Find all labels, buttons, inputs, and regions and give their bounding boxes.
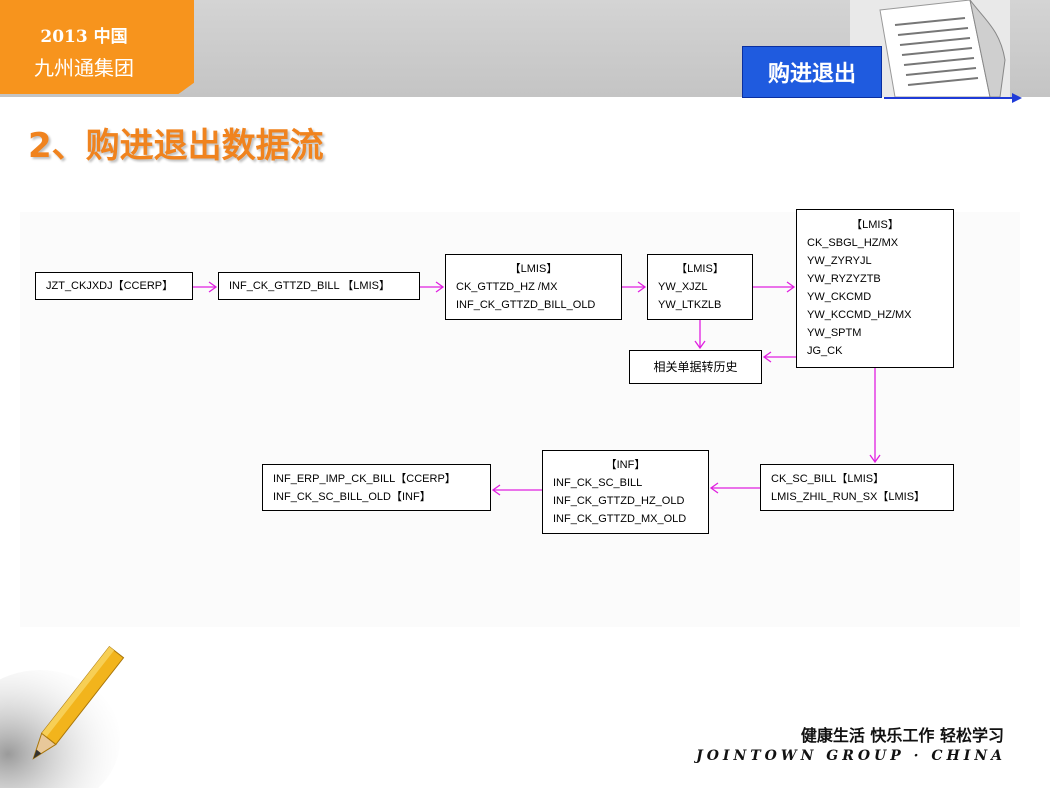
node-line: INF_CK_GTTZD_BILL 【LMIS】 [229, 280, 390, 292]
node-inf-erp-imp: INF_ERP_IMP_CK_BILL【CCERP】 INF_CK_SC_BIL… [262, 464, 491, 511]
node-line: YW_ZYRYJL [807, 255, 872, 267]
node-line: INF_CK_SC_BILL_OLD【INF】 [273, 491, 431, 503]
node-yw-xjzl: 【LMIS】 YW_XJZL YW_LTKZLB [647, 254, 753, 320]
node-line: INF_CK_SC_BILL [553, 477, 643, 489]
node-header: 【INF】 [605, 459, 646, 471]
header-underline [884, 97, 1014, 99]
node-line: YW_KCCMD_HZ/MX [807, 309, 912, 321]
org-tab [0, 0, 194, 94]
node-line: JZT_CKJXDJ【CCERP】 [46, 280, 174, 292]
section-badge: 购进退出 [742, 46, 882, 98]
node-jzt-ckjxdj: JZT_CKJXDJ【CCERP】 [35, 272, 193, 300]
footer-brand: JOINTOWN GROUP · CHINA [696, 748, 1006, 764]
org-name-label: 九州通集团 [34, 56, 134, 80]
node-line: CK_GTTZD_HZ /MX [456, 281, 558, 293]
node-line: INF_CK_GTTZD_BILL_OLD [456, 299, 596, 311]
node-line: INF_CK_GTTZD_MX_OLD [553, 513, 687, 525]
node-line: INF_CK_GTTZD_HZ_OLD [553, 495, 685, 507]
node-line: YW_LTKZLB [658, 299, 722, 311]
node-header: 【LMIS】 [851, 219, 899, 231]
node-ck-sbgl: 【LMIS】 CK_SBGL_HZ/MX YW_ZYRYJL YW_RYZYZT… [796, 209, 954, 368]
pencil-illustration-icon [0, 645, 125, 788]
page-title: 2、购进退出数据流 [28, 126, 324, 166]
org-year-label: 2013 中国 [40, 27, 128, 47]
node-line: JG_CK [807, 345, 843, 357]
node-line: YW_RYZYZTB [807, 273, 881, 285]
node-ck-sc-bill: CK_SC_BILL【LMIS】 LMIS_ZHIL_RUN_SX【LMIS】 [760, 464, 954, 511]
node-ck-gttzd: 【LMIS】 CK_GTTZD_HZ /MX INF_CK_GTTZD_BILL… [445, 254, 622, 320]
node-inf-ck-gttzd-bill: INF_CK_GTTZD_BILL 【LMIS】 [218, 272, 420, 300]
node-line: LMIS_ZHIL_RUN_SX【LMIS】 [771, 491, 926, 503]
node-line: CK_SBGL_HZ/MX [807, 237, 899, 249]
node-line: INF_ERP_IMP_CK_BILL【CCERP】 [273, 473, 456, 485]
node-line: YW_XJZL [658, 281, 708, 293]
node-inf-ck-sc-bill: 【INF】 INF_CK_SC_BILL INF_CK_GTTZD_HZ_OLD… [542, 450, 709, 534]
footer-slogan: 健康生活 快乐工作 轻松学习 [800, 726, 1004, 745]
node-history-transfer: 相关单据转历史 [629, 350, 762, 384]
header-arrow-icon [1012, 93, 1022, 103]
node-header: 【LMIS】 [676, 263, 724, 275]
node-header: 【LMIS】 [509, 263, 558, 275]
node-line: YW_SPTM [807, 327, 862, 339]
node-line: YW_CKCMD [807, 291, 872, 303]
node-line: CK_SC_BILL【LMIS】 [771, 473, 885, 485]
node-line: 相关单据转历史 [653, 360, 738, 374]
